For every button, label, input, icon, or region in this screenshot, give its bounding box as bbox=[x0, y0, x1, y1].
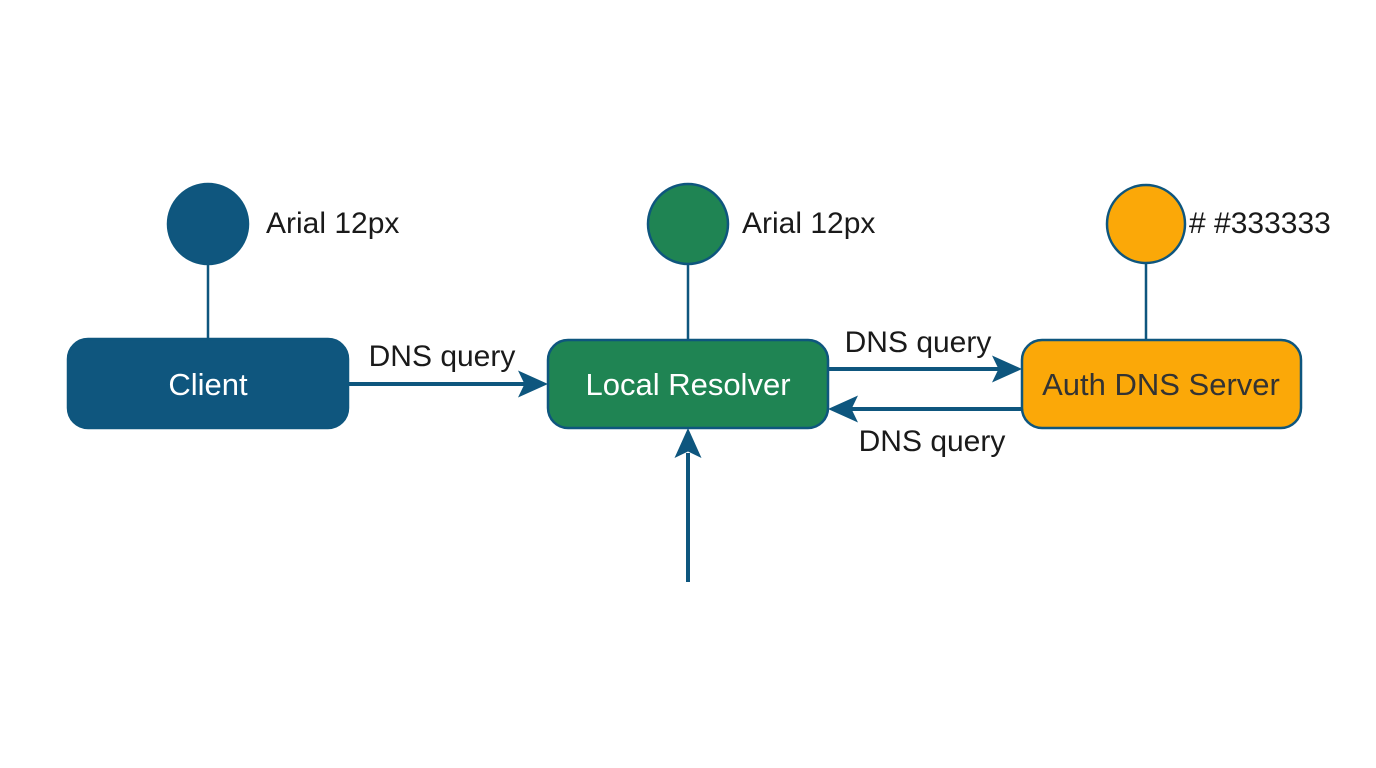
resolver-annotation: Arial 12px bbox=[742, 207, 875, 240]
edge-label: DNS query bbox=[859, 425, 1006, 458]
edge-label: DNS query bbox=[369, 340, 516, 373]
auth-circle bbox=[1105, 183, 1187, 265]
arrowhead-left-icon bbox=[828, 395, 858, 423]
auth-box-label: Auth DNS Server bbox=[1042, 367, 1280, 402]
edge-upstream-to-resolver bbox=[674, 428, 702, 582]
resolver-circle bbox=[646, 182, 730, 266]
resolver-box-label: Local Resolver bbox=[585, 367, 790, 402]
auth-box bbox=[1020, 338, 1303, 430]
edge-label: DNS query bbox=[845, 326, 992, 359]
edge-client-to-resolver: DNS query bbox=[348, 340, 548, 398]
arrowhead-right-icon bbox=[518, 370, 548, 398]
edge-resolver-to-auth: DNS query bbox=[828, 326, 1022, 383]
auth-annotation: # #333333 bbox=[1189, 207, 1331, 240]
client-annotation: Arial 12px bbox=[266, 207, 399, 240]
edge-auth-to-resolver: DNS query bbox=[828, 395, 1022, 458]
client-box-label: Client bbox=[168, 367, 248, 402]
arrowhead-up-icon bbox=[674, 428, 702, 458]
node-local-resolver: Arial 12px Local Resolver bbox=[546, 182, 875, 430]
resolver-box bbox=[546, 338, 830, 430]
client-box bbox=[66, 337, 350, 430]
node-client: Arial 12px Client bbox=[66, 182, 399, 430]
arrowhead-right-icon bbox=[992, 355, 1022, 383]
client-circle bbox=[166, 182, 250, 266]
node-auth-dns-server: # #333333 Auth DNS Server bbox=[1020, 183, 1331, 430]
